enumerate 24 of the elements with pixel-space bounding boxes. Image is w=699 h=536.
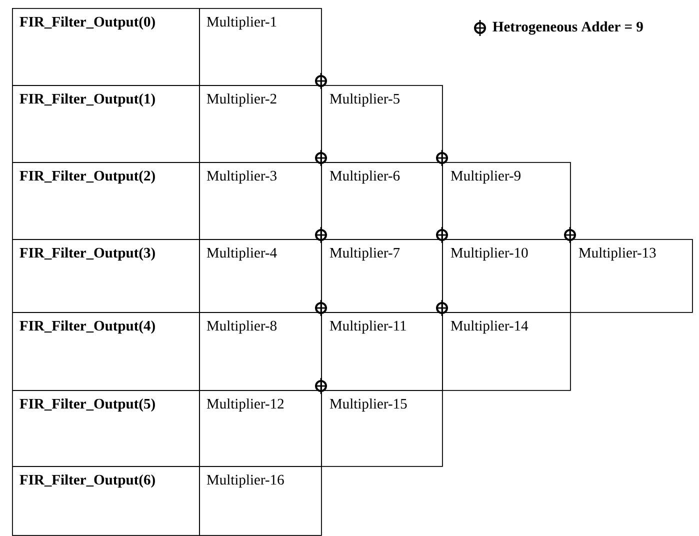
table-cell: Multiplier-14 [442, 312, 571, 391]
table-cell: Multiplier-16 [199, 466, 322, 536]
table-cell: Multiplier-9 [442, 162, 571, 240]
table-cell: FIR_Filter_Output(2) [12, 162, 200, 240]
table-cell: FIR_Filter_Output(1) [12, 85, 200, 163]
table-cell: FIR_Filter_Output(5) [12, 390, 200, 467]
legend-text: Hetrogeneous Adder = 9 [492, 21, 643, 35]
table-cell: Multiplier-5 [321, 85, 443, 163]
table-cell: Multiplier-8 [199, 312, 322, 391]
table-cell: Multiplier-1 [199, 8, 322, 86]
table-cell: Multiplier-2 [199, 85, 322, 163]
table-cell: Multiplier-7 [321, 239, 443, 313]
table-cell: FIR_Filter_Output(3) [12, 239, 200, 313]
table-cell: Multiplier-13 [570, 239, 693, 313]
table-cell: Multiplier-12 [199, 390, 322, 467]
table-cell: FIR_Filter_Output(0) [12, 8, 200, 86]
table-cell: Multiplier-15 [321, 390, 443, 467]
table-cell: Multiplier-11 [321, 312, 443, 391]
table-cell: Multiplier-6 [321, 162, 443, 240]
table-cell: Multiplier-10 [442, 239, 571, 313]
table-cell: FIR_Filter_Output(4) [12, 312, 200, 391]
table-cell: Multiplier-4 [199, 239, 322, 313]
table-cell: FIR_Filter_Output(6) [12, 466, 200, 536]
table-cell: Multiplier-3 [199, 162, 322, 240]
